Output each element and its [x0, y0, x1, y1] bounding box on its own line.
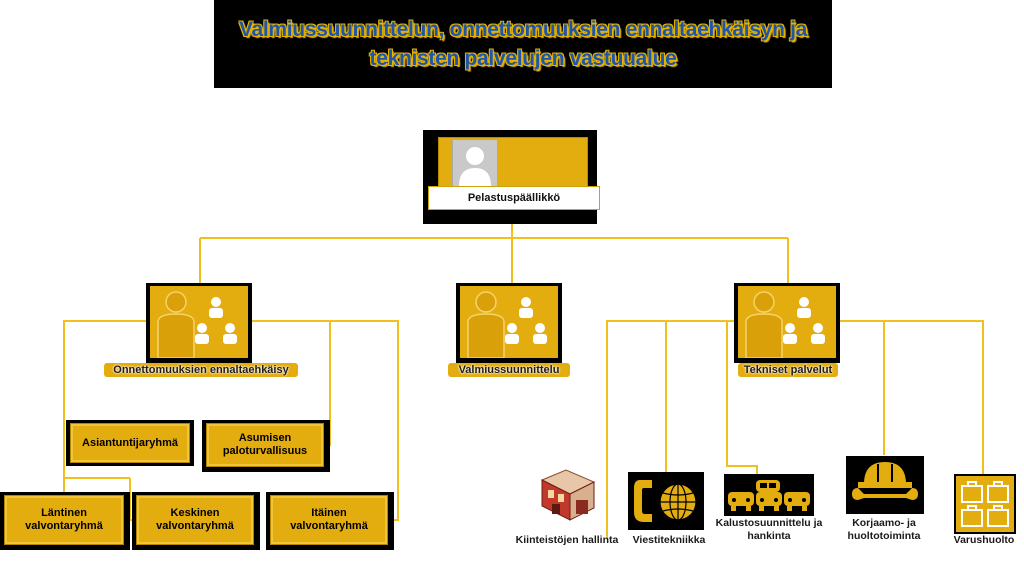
- group-west-supervision: Läntinen valvontaryhmä: [4, 495, 124, 545]
- group-people-icon: [460, 286, 558, 363]
- title-banner: Valmiussuunnittelun, onnettomuuksien enn…: [214, 0, 832, 88]
- unit-preparedness-label: Valmiussuunnittelu: [448, 363, 570, 377]
- group-property-label: Kiinteistöjen hallinta: [515, 534, 619, 546]
- group-people-icon: [150, 286, 248, 363]
- title-line-1: Valmiussuunnittelun, onnettomuuksien enn…: [238, 18, 808, 41]
- helmet-wrench-icon: [848, 458, 922, 517]
- phone-globe-icon: [630, 474, 702, 533]
- title-line-2: teknisten palvelujen vastuualue: [369, 47, 677, 70]
- group-supply-label: Varushuolto: [953, 534, 1015, 546]
- group-telecom-label: Viestitekniikka: [632, 534, 706, 546]
- group-east-supervision: Itäinen valvontaryhmä: [270, 495, 388, 545]
- building-icon: [536, 466, 598, 527]
- luggage-icon: [956, 476, 1014, 537]
- group-housing-fire-safety: Asumisen paloturvallisuus: [206, 423, 324, 467]
- unit-technical-label: Tekniset palvelut: [738, 363, 838, 377]
- group-experts: Asiantuntijaryhmä: [70, 423, 190, 463]
- chief-label: Pelastuspäällikkö: [428, 186, 600, 210]
- group-workshop-label: Korjaamo- ja huoltotoiminta: [847, 517, 921, 542]
- person-avatar-icon: [452, 139, 498, 187]
- group-people-icon: [738, 286, 836, 363]
- cars-icon: [726, 476, 812, 519]
- diagram-title: Valmiussuunnittelun, onnettomuuksien enn…: [239, 15, 807, 73]
- group-fleet-label: Kalustosuunnittelu ja hankinta: [715, 517, 823, 542]
- unit-prevention-label: Onnettomuuksien ennaltaehkäisy: [104, 363, 298, 377]
- group-central-supervision: Keskinen valvontaryhmä: [136, 495, 254, 545]
